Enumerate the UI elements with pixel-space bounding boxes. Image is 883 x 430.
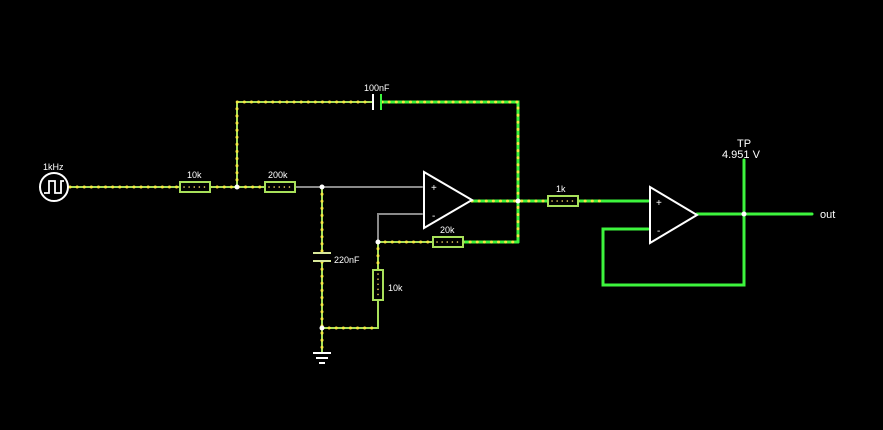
opamp-1-plus-pin: + <box>431 183 437 194</box>
ground-icon <box>313 352 331 364</box>
opamp-1-minus-pin: - <box>432 211 435 222</box>
source-label: 1kHz <box>43 162 64 172</box>
resistor-r-fb-label: 20k <box>440 225 455 235</box>
opamp-2[interactable] <box>649 185 699 245</box>
resistor-r-gnd-label: 10k <box>388 283 403 293</box>
junction-node <box>319 184 325 190</box>
wire-feedback-left[interactable] <box>236 101 373 188</box>
capacitor-c-fb[interactable] <box>372 94 382 110</box>
output-label: out <box>820 209 835 221</box>
junction-node <box>319 325 325 331</box>
resistor-r-in[interactable] <box>179 181 211 193</box>
opamp-2-plus-pin: + <box>656 198 662 209</box>
resistor-r-in-label: 10k <box>187 170 202 180</box>
capacitor-c-gnd-label: 220nF <box>334 255 360 265</box>
resistor-r-out-label: 1k <box>556 184 566 194</box>
wire-opamp2-feedback[interactable] <box>601 212 746 287</box>
wire-feedback-right[interactable] <box>380 100 520 244</box>
resistor-r-out[interactable] <box>547 195 579 207</box>
opamp-2-minus-pin: - <box>657 226 660 237</box>
probe-voltage-readout: 4.951 V <box>722 149 761 161</box>
resistor-r-gnd[interactable] <box>372 269 384 301</box>
junction-node <box>375 239 381 245</box>
capacitor-c-fb-label: 100nF <box>364 83 390 93</box>
capacitor-c-gnd[interactable] <box>313 252 331 262</box>
opamp-1[interactable] <box>423 170 474 230</box>
resistor-r-fb[interactable] <box>432 236 464 248</box>
resistor-r-mid[interactable] <box>264 181 296 193</box>
junction-node <box>741 211 747 217</box>
resistor-r-mid-label: 200k <box>268 170 288 180</box>
square-wave-icon <box>44 180 64 194</box>
wire-r-gnd-to-minus[interactable] <box>377 213 423 243</box>
junction-node <box>234 184 240 190</box>
wire-ground-to-r-gnd[interactable] <box>321 299 379 329</box>
probe-label: TP <box>737 138 751 150</box>
square-wave-source[interactable] <box>39 172 69 202</box>
junction-node <box>515 198 521 204</box>
